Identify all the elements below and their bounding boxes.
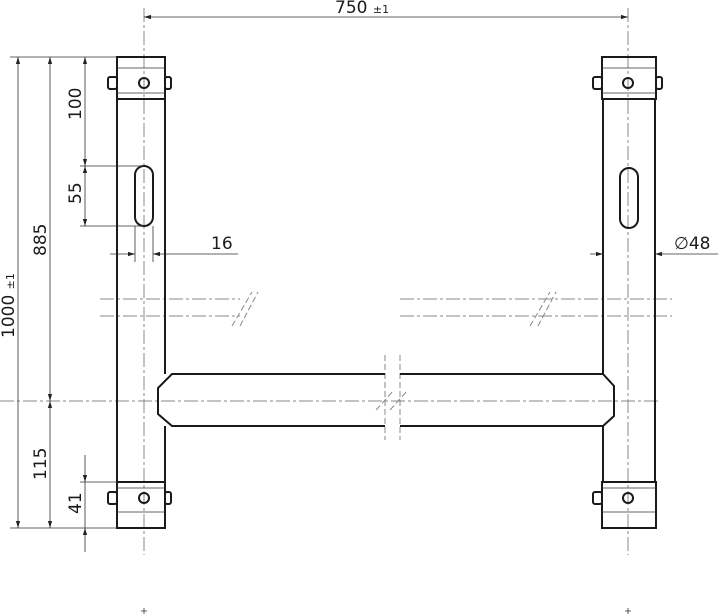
- right-upright-tube: [602, 98, 656, 482]
- dim-115: 115: [31, 448, 51, 480]
- right-slot: [619, 167, 639, 229]
- coupler-bottom-left: [107, 481, 172, 529]
- dim-55: 55: [66, 182, 86, 204]
- left-upright-tube: [116, 98, 166, 482]
- coupler-top-right: [592, 56, 663, 100]
- dimension-lines: [10, 14, 718, 552]
- dim-885: 885: [31, 224, 51, 256]
- dim-diameter: ∅48: [674, 234, 710, 254]
- dim-16: 16: [211, 234, 233, 254]
- dim-41: 41: [66, 492, 86, 514]
- bottom-marks: [141, 608, 631, 614]
- coupler-top-left: [107, 56, 172, 100]
- crossbar: [157, 373, 615, 427]
- dim-height: 1000 ±1: [0, 273, 19, 338]
- dim-100: 100: [66, 88, 86, 120]
- center-lines: [0, 8, 672, 555]
- dim-width: 750 ±1: [335, 0, 389, 18]
- coupler-bottom-right: [592, 481, 657, 529]
